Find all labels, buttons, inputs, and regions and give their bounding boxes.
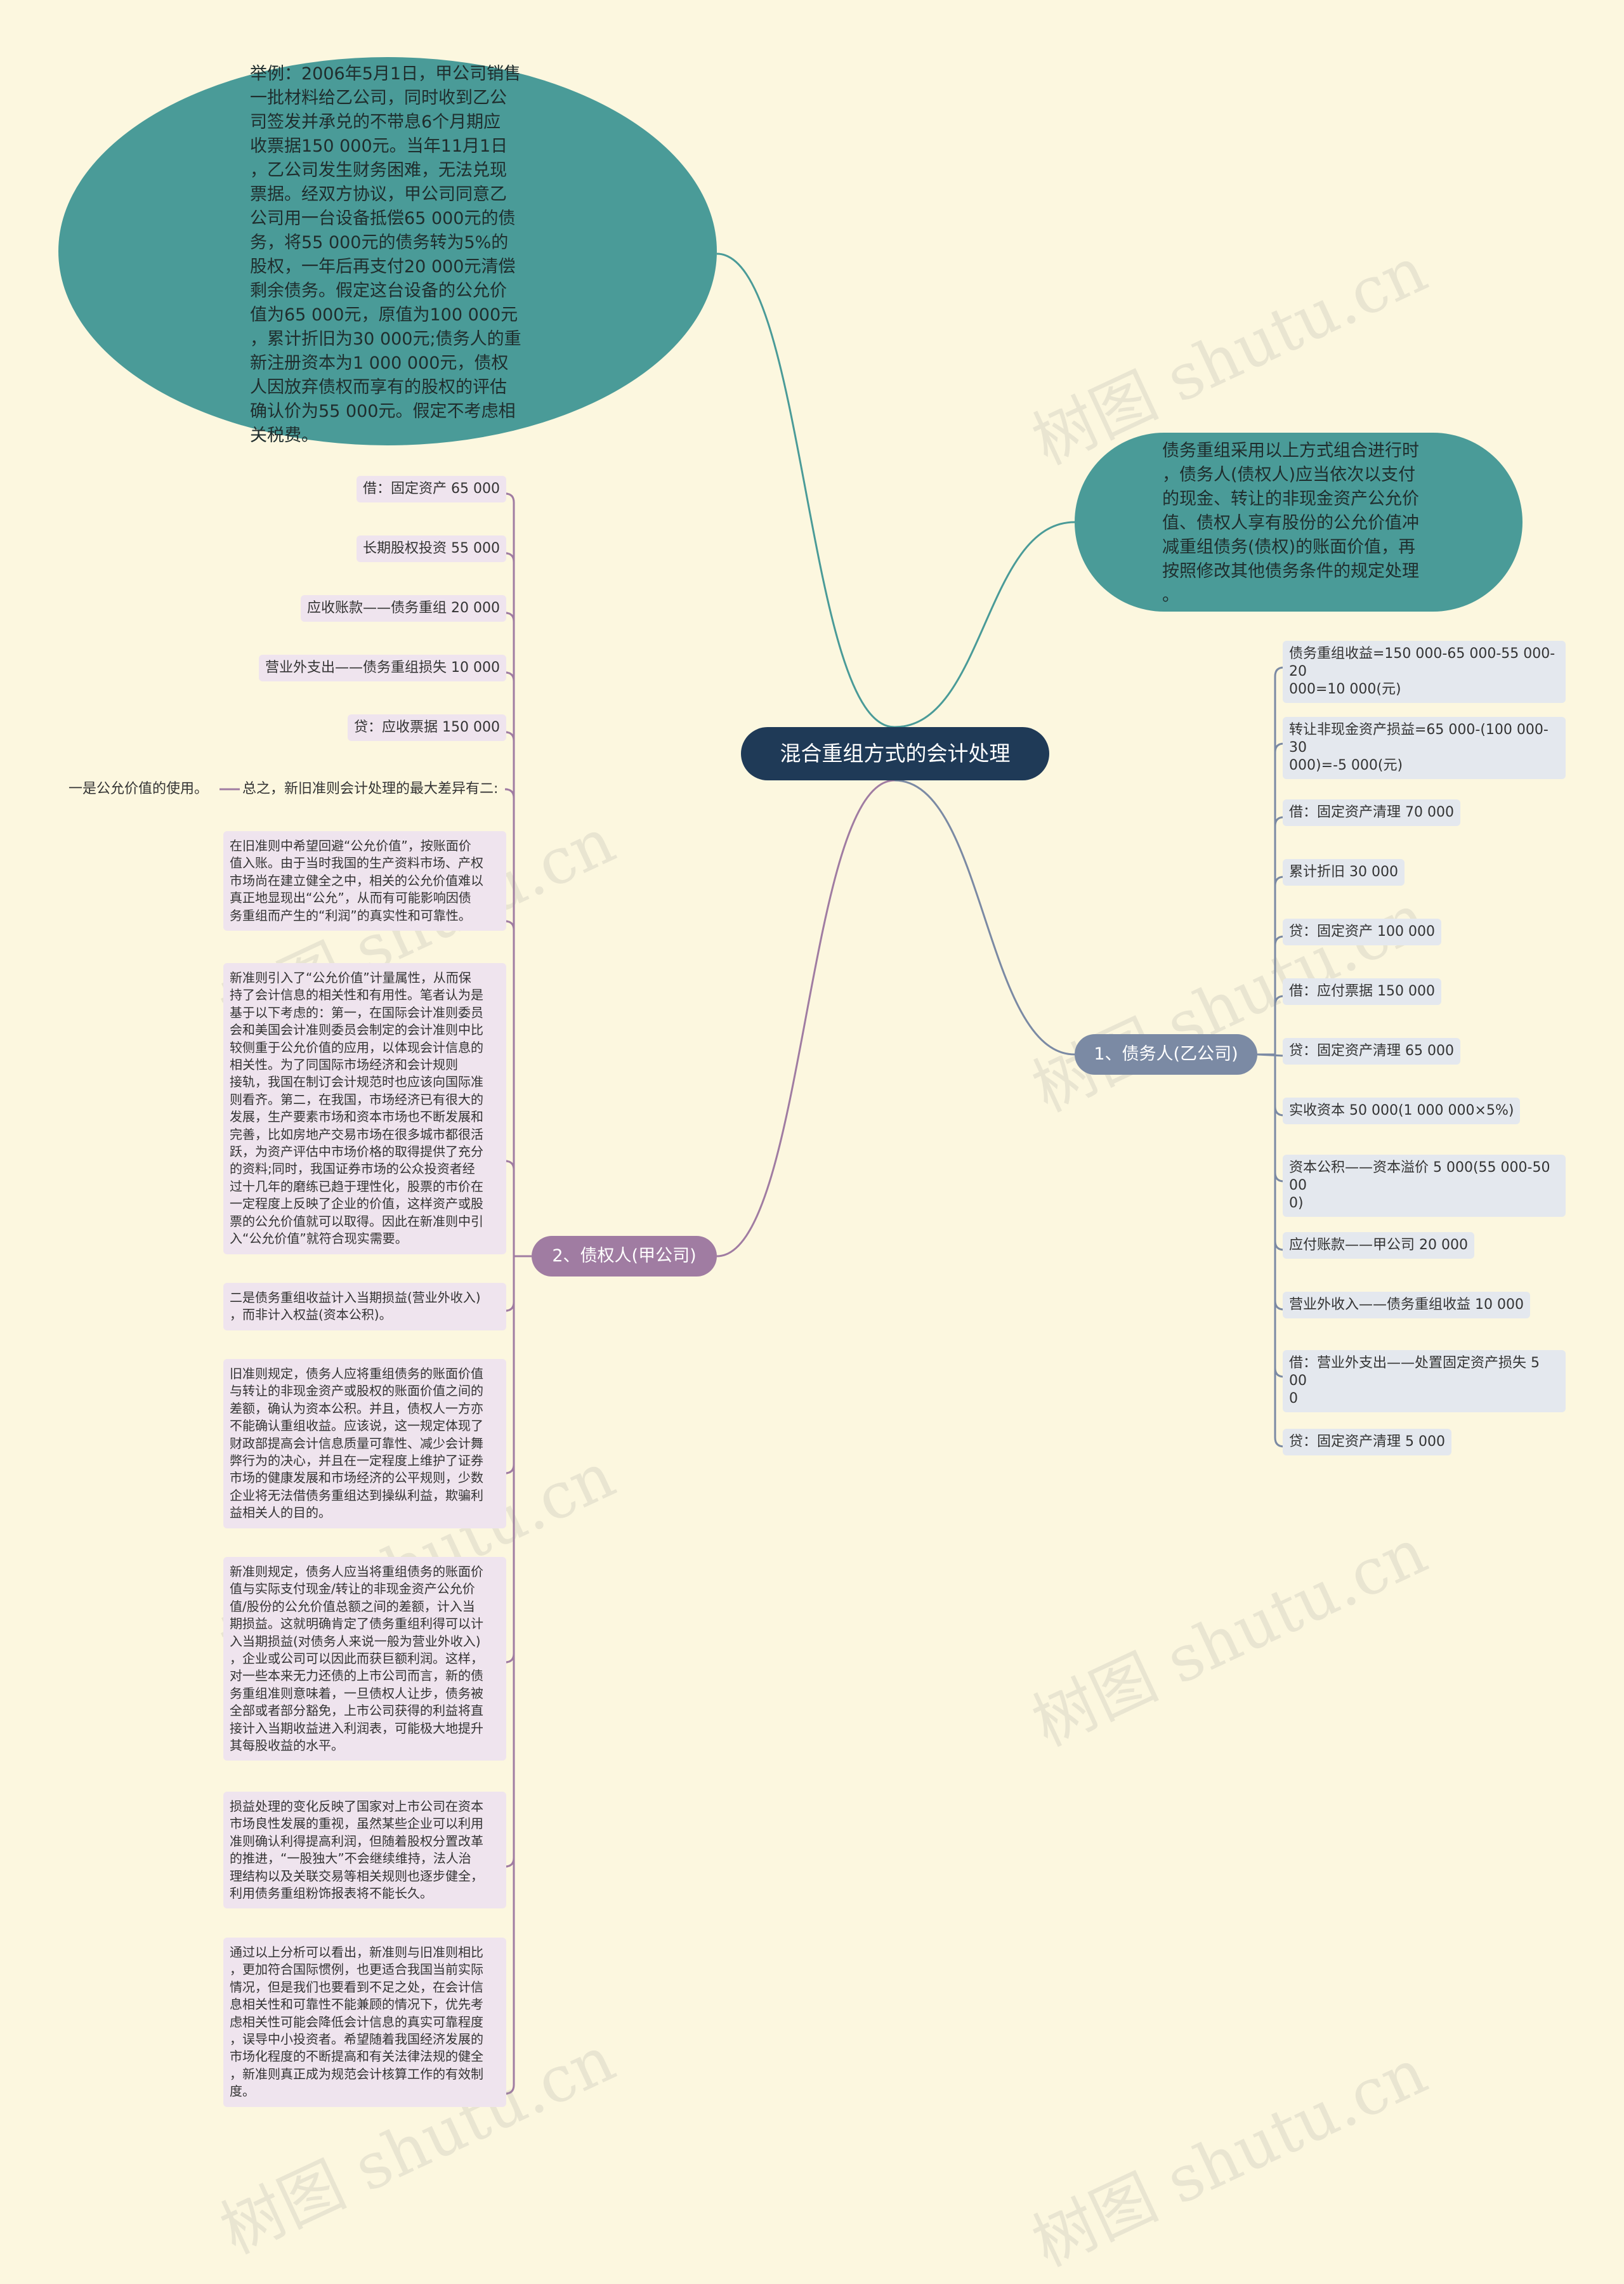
link-creditor-leaf bbox=[504, 612, 532, 1257]
creditor-leaf[interactable]: 应收账款——债务重组 20 000 bbox=[301, 595, 506, 622]
link-debtor-leaf bbox=[1257, 876, 1285, 1056]
debtor-leaf[interactable]: 贷：固定资产 100 000 bbox=[1283, 919, 1441, 945]
creditor-paragraph[interactable]: 旧准则规定，债务人应将重组债务的账面价值 与转让的非现金资产或股权的账面价值之间… bbox=[223, 1359, 506, 1528]
link-creditor-leaf bbox=[504, 492, 532, 1257]
example-text: 举例：2006年5月1日，甲公司销售 一批材料给乙公司，同时收到乙公 司签发并承… bbox=[250, 64, 521, 445]
debtor-leaf[interactable]: 借：营业外支出——处置固定资产损失 5 00 0 bbox=[1283, 1350, 1566, 1412]
debtor-leaf[interactable]: 营业外收入——债务重组收益 10 000 bbox=[1283, 1292, 1530, 1318]
link-debtor-leaf bbox=[1257, 1053, 1285, 1448]
debtor-leaf[interactable]: 债务重组收益=150 000-65 000-55 000-20 000=10 0… bbox=[1283, 641, 1566, 703]
link-debtor-leaf bbox=[1257, 1053, 1285, 1117]
creditor-leaf[interactable]: 营业外支出——债务重组损失 10 000 bbox=[259, 655, 506, 681]
debtor-leaf[interactable]: 转让非现金资产损益=65 000-(100 000-30 000)=-5 000… bbox=[1283, 717, 1566, 779]
link-creditor-leaf bbox=[504, 1255, 532, 1474]
link-creditor-leaf bbox=[504, 1160, 532, 1257]
link-debtor-leaf bbox=[1257, 816, 1285, 1056]
debtor-leaf[interactable]: 实收资本 50 000(1 000 000×5%) bbox=[1283, 1098, 1521, 1124]
debtor-leaf[interactable]: 贷：固定资产清理 5 000 bbox=[1283, 1429, 1451, 1455]
link-debtor-leaf bbox=[1257, 1053, 1285, 1311]
creditor-paragraph[interactable]: 新准则引入了“公允价值”计量属性，从而保 持了会计信息的相关性和有用性。笔者认为… bbox=[223, 963, 506, 1254]
example-node[interactable]: 举例：2006年5月1日，甲公司销售 一批材料给乙公司，同时收到乙公 司签发并承… bbox=[58, 57, 717, 445]
link-creditor-leaf bbox=[504, 788, 532, 1257]
creditor-leaf[interactable]: 借：固定资产 65 000 bbox=[357, 476, 506, 502]
link-root-creditor bbox=[716, 779, 895, 1257]
creditor-paragraph[interactable]: 通过以上分析可以看出，新准则与旧准则相比 ，更加符合国际惯例，也更适合我国当前实… bbox=[223, 1938, 506, 2107]
link-debtor-leaf bbox=[1257, 1053, 1285, 1183]
link-creditor-leaf bbox=[504, 671, 532, 1257]
rule-text: 债务重组采用以上方式组合进行时 ，债务人(债权人)应当依次以支付 的现金、转让的… bbox=[1162, 441, 1419, 605]
creditor-paragraph[interactable]: 新准则规定，债务人应当将重组债务的账面价 值与实际支付现金/转让的非现金资产公允… bbox=[223, 1557, 506, 1761]
summary-node[interactable]: 总之，新旧准则会计处理的最大差异有二: bbox=[242, 781, 499, 797]
creditor-leaf[interactable]: 长期股权投资 55 000 bbox=[357, 535, 506, 562]
debtor-leaf[interactable]: 贷：固定资产清理 65 000 bbox=[1283, 1038, 1460, 1065]
creditor-leaf[interactable]: 贷：应收票据 150 000 bbox=[348, 714, 506, 741]
rule-node[interactable]: 债务重组采用以上方式组合进行时 ，债务人(债权人)应当依次以支付 的现金、转让的… bbox=[1075, 433, 1522, 612]
link-creditor-leaf bbox=[504, 1255, 532, 1868]
creditor-paragraph[interactable]: 在旧准则中希望回避“公允价值”，按账面价 值入账。由于当时我国的生产资料市场、产… bbox=[223, 831, 506, 931]
summary-child-node[interactable]: 一是公允价值的使用。 bbox=[69, 781, 209, 797]
debtor-leaf[interactable]: 应付账款——甲公司 20 000 bbox=[1283, 1232, 1474, 1259]
debtor-leaf[interactable]: 借：应付票据 150 000 bbox=[1283, 978, 1441, 1005]
debtor-branch[interactable]: 1、债务人(乙公司) bbox=[1075, 1034, 1257, 1075]
root-node[interactable]: 混合重组方式的会计处理 bbox=[741, 727, 1049, 780]
debtor-leaf[interactable]: 借：固定资产清理 70 000 bbox=[1283, 799, 1460, 826]
link-creditor-leaf bbox=[504, 920, 532, 1257]
link-creditor-leaf bbox=[504, 731, 532, 1257]
link-debtor-leaf bbox=[1257, 1053, 1285, 1251]
link-root-rule bbox=[894, 521, 1075, 728]
link-root-debtor bbox=[894, 779, 1075, 1056]
link-debtor-leaf bbox=[1257, 1053, 1285, 1378]
debtor-leaf[interactable]: 累计折旧 30 000 bbox=[1283, 859, 1405, 886]
link-debtor-leaf bbox=[1257, 742, 1285, 1056]
creditor-paragraph[interactable]: 损益处理的变化反映了国家对上市公司在资本 市场良性发展的重视，虽然某些企业可以利… bbox=[223, 1792, 506, 1909]
debtor-leaf[interactable]: 资本公积——资本溢价 5 000(55 000-50 00 0) bbox=[1283, 1155, 1566, 1217]
link-debtor-leaf bbox=[1257, 995, 1285, 1056]
creditor-paragraph[interactable]: 二是债务重组收益计入当期损益(营业外收入) ，而非计入权益(资本公积)。 bbox=[223, 1283, 506, 1330]
link-creditor-leaf bbox=[504, 1255, 532, 1312]
creditor-branch[interactable]: 2、债权人(甲公司) bbox=[532, 1236, 717, 1277]
link-root-example bbox=[716, 253, 895, 728]
link-creditor-leaf bbox=[504, 1255, 532, 2095]
link-debtor-leaf bbox=[1257, 935, 1285, 1056]
link-creditor-leaf bbox=[504, 552, 532, 1257]
link-creditor-leaf bbox=[504, 1255, 532, 1664]
